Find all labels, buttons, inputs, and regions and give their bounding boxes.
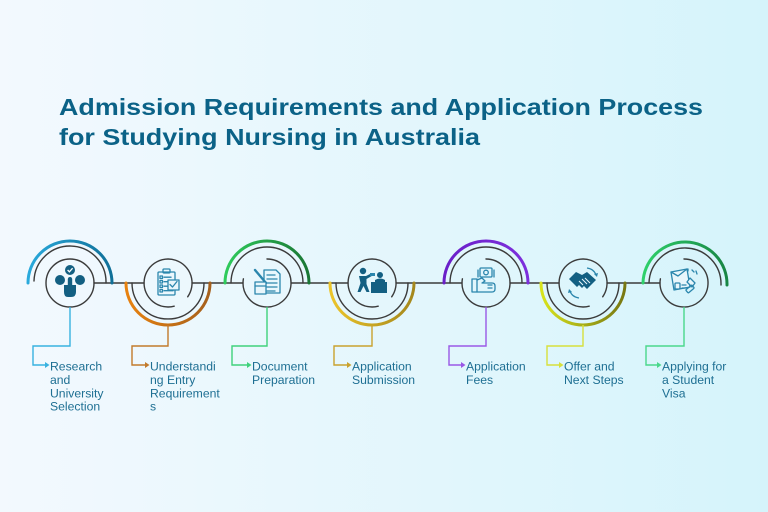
step-label: Application Submission bbox=[352, 360, 415, 388]
step-outer-arc bbox=[33, 245, 107, 284]
step-research: Research and University Selection bbox=[26, 239, 114, 414]
step-label: Document Preparation bbox=[252, 360, 315, 388]
step-icon-ring bbox=[347, 258, 397, 308]
step-connector bbox=[131, 325, 169, 366]
step-icon-ring bbox=[659, 258, 709, 308]
step-color-arc bbox=[223, 239, 311, 285]
step-connector bbox=[32, 307, 71, 366]
step-connector bbox=[645, 307, 685, 366]
step-document-preparation: Document Preparation bbox=[223, 239, 315, 388]
step-color-arc bbox=[539, 281, 627, 327]
document-pencil-icon bbox=[253, 268, 281, 295]
step-label: Research and University Selection bbox=[50, 360, 107, 414]
step-outer-arc bbox=[546, 282, 620, 320]
page-title: Admission Requirements and Application P… bbox=[59, 94, 703, 150]
step-outer-arc bbox=[335, 282, 409, 320]
arrow-right-icon bbox=[559, 362, 564, 368]
step-connector bbox=[333, 325, 373, 366]
arrow-right-icon bbox=[461, 362, 466, 368]
step-icon-ring bbox=[242, 258, 292, 308]
step-label: Offer and Next Steps bbox=[564, 360, 624, 388]
person-at-desk-icon bbox=[357, 267, 387, 293]
step-outer-arc bbox=[648, 247, 722, 286]
step-outer-arc bbox=[131, 282, 205, 320]
step-color-arc bbox=[26, 239, 114, 285]
step-icon-ring bbox=[143, 258, 193, 308]
hand-money-icon bbox=[471, 267, 496, 293]
arrow-right-icon bbox=[145, 362, 150, 368]
step-color-arc bbox=[442, 239, 530, 285]
step-color-arc bbox=[641, 240, 729, 287]
handshake-icon bbox=[568, 267, 598, 299]
step-student-visa: Applying for a Student Visa bbox=[641, 240, 730, 401]
step-application-fees: Application Fees bbox=[442, 239, 530, 388]
step-connector bbox=[231, 307, 268, 366]
step-color-arc bbox=[328, 281, 416, 327]
step-offer-next-steps: Offer and Next Steps bbox=[539, 258, 627, 388]
step-label: Application Fees bbox=[466, 360, 529, 388]
step-outer-arc bbox=[230, 246, 304, 284]
step-icon-ring bbox=[461, 258, 511, 308]
hand-pointer-network-icon bbox=[55, 265, 85, 297]
arrow-right-icon bbox=[347, 362, 352, 368]
passport-stamp-icon bbox=[670, 268, 698, 294]
step-color-arc bbox=[124, 281, 212, 327]
step-entry-requirements: Understandi ng Entry Requirement s bbox=[124, 258, 223, 414]
step-icon-ring bbox=[558, 258, 608, 308]
arrow-right-icon bbox=[45, 362, 50, 368]
step-label: Understandi ng Entry Requirement s bbox=[150, 360, 223, 414]
clipboard-checklist-icon bbox=[157, 268, 180, 296]
step-application-submission: Application Submission bbox=[328, 258, 416, 388]
arrow-right-icon bbox=[247, 362, 252, 368]
step-label: Applying for a Student Visa bbox=[662, 360, 730, 401]
title-line-2: for Studying Nursing in Australia bbox=[59, 124, 481, 150]
title-line-1: Admission Requirements and Application P… bbox=[59, 94, 703, 120]
arrow-right-icon bbox=[657, 362, 662, 368]
step-connector bbox=[546, 325, 584, 366]
step-connector bbox=[448, 307, 487, 366]
step-outer-arc bbox=[449, 246, 523, 284]
